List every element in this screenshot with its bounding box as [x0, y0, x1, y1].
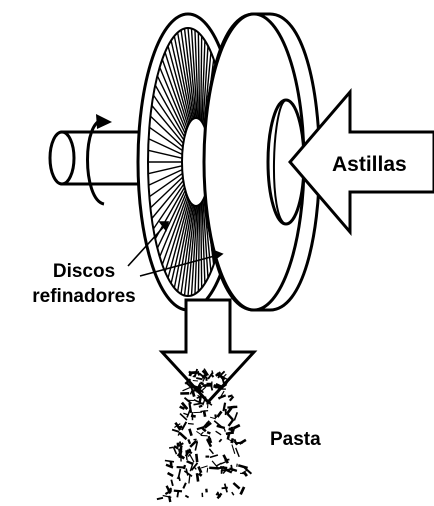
pulp-fiber [207, 468, 208, 473]
pulp-fiber [185, 496, 188, 498]
pulp-fiber [199, 467, 202, 473]
disc-bar [201, 36, 202, 121]
pulp-fiber [200, 383, 203, 385]
pulp-fiber [229, 420, 234, 427]
pulp-fiber [232, 492, 234, 495]
pulp-fiber [203, 385, 212, 386]
pulp-fiber [186, 450, 187, 460]
pulp-fiber [179, 469, 181, 477]
pulp-fiber [235, 443, 243, 444]
pulp-fiber [157, 498, 163, 499]
pulp-fiber [234, 425, 240, 428]
pulp-fiber [234, 412, 237, 420]
pulp-fiber [229, 469, 237, 471]
pulp-fiber [210, 455, 218, 457]
pulp-fiber [199, 406, 202, 407]
pulp-fiber [222, 488, 228, 489]
pulp-particles [157, 369, 252, 502]
pulp-fiber [199, 474, 202, 476]
pulp-fiber [189, 429, 191, 436]
pulp-fiber [199, 385, 200, 388]
pulp-fiber [193, 390, 195, 396]
pulp-fiber [171, 480, 173, 486]
pulp-fiber [241, 487, 245, 495]
pulp-fiber [219, 439, 221, 442]
input-label: Astillas [332, 153, 407, 176]
pulp-fiber [209, 449, 213, 454]
disc-bar [201, 203, 202, 288]
pulp-fiber [188, 439, 190, 443]
pulp-fiber [244, 472, 247, 476]
pulp-fiber [202, 428, 206, 431]
pulp-fiber [190, 441, 196, 447]
pulp-fiber [169, 447, 174, 448]
pulp-fiber [225, 484, 227, 493]
pulp-fiber [188, 424, 194, 425]
shaft [50, 132, 150, 184]
pulp-fiber [182, 422, 187, 430]
pulp-fiber [180, 446, 181, 451]
pulp-fiber [196, 378, 202, 379]
pulp-fiber [217, 411, 221, 417]
pulp-fiber [177, 491, 178, 497]
pulp-fiber [232, 445, 235, 454]
pulp-fiber [208, 402, 209, 409]
pulp-fiber [238, 465, 247, 468]
pulp-fiber [233, 483, 239, 489]
pulp-fiber [194, 467, 196, 469]
pulp-fiber [168, 473, 174, 476]
pulp-fiber [180, 433, 187, 439]
pulp-fiber [207, 432, 210, 433]
pulp-fiber [183, 413, 188, 415]
output-label: Pasta [270, 429, 321, 450]
pulp-fiber [196, 454, 197, 462]
pulp-fiber [226, 433, 233, 434]
discs-label-line1: Discos [53, 261, 115, 282]
pulp-fiber [232, 438, 233, 443]
discs-label-line2: refinadores [32, 286, 135, 307]
pulp-fiber [165, 461, 174, 462]
pulp-fiber [189, 476, 190, 484]
pulp-fiber [190, 455, 194, 463]
pulp-fiber [193, 381, 198, 382]
pulp-fiber [187, 461, 194, 464]
pulp-fiber [217, 463, 222, 466]
pulp-fiber [229, 429, 235, 431]
pulp-fiber [183, 483, 186, 489]
pulp-fiber [201, 466, 208, 468]
pulp-fiber [191, 416, 196, 417]
pulp-fiber [227, 414, 233, 420]
pulp-fiber [183, 388, 191, 391]
pulp-fiber [197, 473, 198, 481]
pulp-fiber [200, 411, 208, 412]
pulp-fiber [207, 439, 211, 440]
pulp-fiber [209, 468, 218, 469]
pulp-fiber [215, 414, 216, 418]
pulp-fiber [201, 432, 203, 434]
pulp-fiber [224, 403, 226, 412]
pulp-fiber [174, 491, 182, 492]
pulp-fiber [187, 409, 191, 418]
pulp-fiber [172, 430, 179, 432]
pulp-fiber [236, 448, 240, 457]
pulp-fiber [216, 431, 222, 435]
pulp-fiber [194, 403, 203, 405]
